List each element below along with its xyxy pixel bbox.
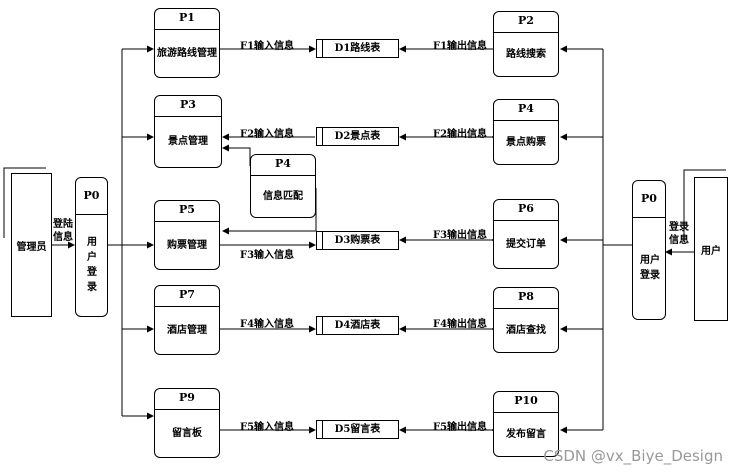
user-entity: 用户 (694, 177, 728, 321)
process-id: P4 (251, 155, 315, 176)
process-name: 用户登录 (640, 255, 660, 281)
process-id: P2 (494, 12, 558, 33)
datastore-d5: D5留言表 (316, 420, 399, 439)
flow-label-f1-out: F1输出信息 (433, 41, 488, 52)
user-entity-label: 用户 (701, 245, 721, 257)
process-id: P4 (494, 100, 558, 121)
process-p4-match: P4 信息匹配 (250, 154, 316, 218)
process-id: P5 (155, 201, 219, 222)
process-name: 发布留言 (506, 428, 546, 440)
process-id: P6 (494, 200, 558, 221)
process-name: 景点管理 (168, 136, 208, 147)
datastore-d4: D4酒店表 (316, 316, 399, 335)
flow-label-f3-out: F3输出信息 (433, 230, 488, 241)
process-name: 购票管理 (167, 239, 207, 251)
process-p5: P5 购票管理 (154, 200, 220, 270)
process-name: 酒店查找 (506, 324, 546, 336)
process-p4-ticket: P4 景点购票 (493, 99, 559, 165)
flow-label-f2-in: F2输入信息 (240, 129, 295, 140)
process-id: P10 (494, 392, 558, 413)
process-name: 用户登录 (87, 237, 97, 293)
flow-label-user-login: 登录信息 (669, 222, 689, 246)
flow-label-f2-out: F2输出信息 (433, 129, 488, 140)
process-id: P1 (155, 9, 219, 30)
flow-label-f1-in: F1输入信息 (240, 41, 295, 52)
process-name: 酒店管理 (167, 324, 207, 336)
process-name: 提交订单 (506, 238, 546, 250)
process-p6: P6 提交订单 (493, 199, 559, 269)
process-name: 旅游路线管理 (157, 47, 217, 59)
process-id: P7 (155, 286, 219, 307)
process-name: 景点购票 (506, 136, 546, 148)
process-id: P3 (155, 96, 221, 117)
flow-label-admin-login: 登陆信息 (53, 219, 73, 243)
process-p0-user-login: P0 用户登录 (632, 180, 666, 320)
datastore-d1: D1路线表 (316, 39, 399, 58)
datastore-d3: D3购票表 (316, 231, 399, 250)
process-p3: P3 景点管理 (154, 95, 222, 168)
process-p9: P9 留言板 (154, 388, 220, 458)
process-p1: P1 旅游路线管理 (154, 8, 220, 78)
process-name: 留言板 (172, 427, 202, 439)
process-name: 路线搜索 (506, 48, 546, 60)
flow-label-f3-in: F3输入信息 (240, 250, 295, 261)
flow-label-f4-in: F4输入信息 (240, 319, 295, 330)
process-name: 信息匹配 (263, 190, 303, 202)
flow-label-f4-out: F4输出信息 (433, 319, 488, 330)
datastore-d2: D2景点表 (316, 127, 399, 146)
process-p8: P8 酒店查找 (493, 287, 559, 353)
process-p7: P7 酒店管理 (154, 285, 220, 355)
admin-entity: 管理员 (11, 173, 52, 317)
watermark: CSDN @vx_Biye_Design (543, 447, 723, 465)
process-p0-admin-login: P0 用户登录 (75, 177, 108, 317)
admin-entity-label: 管理员 (16, 241, 47, 253)
process-id: P8 (494, 288, 558, 309)
flow-label-f5-in: F5输入信息 (240, 422, 295, 433)
process-id: P0 (76, 178, 107, 215)
process-id: P9 (155, 389, 219, 410)
process-p2: P2 路线搜索 (493, 11, 559, 77)
flow-label-f5-out: F5输出信息 (433, 422, 488, 433)
process-id: P0 (633, 181, 665, 218)
process-p10: P10 发布留言 (493, 391, 559, 457)
